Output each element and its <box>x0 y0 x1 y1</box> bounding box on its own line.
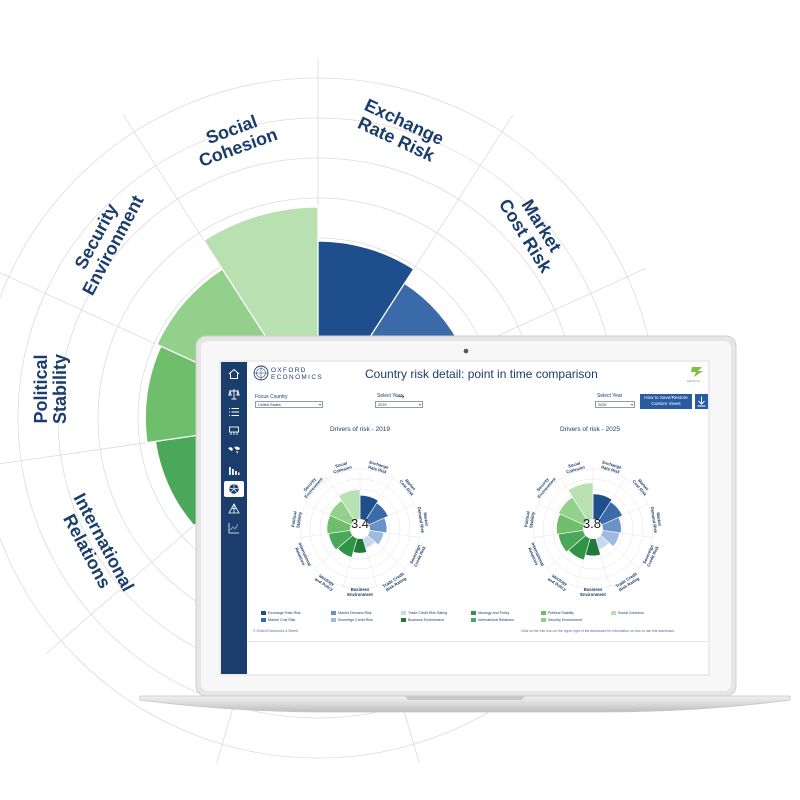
score-2019: 3.4 <box>350 516 370 531</box>
legend-item: Ideology and Policy <box>471 611 509 615</box>
legend-swatch <box>611 611 616 615</box>
legend-item: Security Environment <box>541 618 582 622</box>
oxford-logo-icon <box>253 365 269 381</box>
download-icon <box>697 396 706 407</box>
chevron-down-icon: ▾ <box>418 402 421 407</box>
nav-globe[interactable] <box>224 501 244 517</box>
legend-label: Market Cost Risk <box>268 618 296 622</box>
legend-label: Trade Credit Risk Rating <box>408 611 448 615</box>
nav-bar-chart[interactable] <box>224 462 244 478</box>
download-button[interactable] <box>695 394 708 409</box>
legend-label: Market Demand Risk <box>338 611 372 615</box>
polar-chart-2019 <box>299 468 421 590</box>
logo-text: OXFORD ECONOMICS <box>271 367 323 381</box>
legend-item: Sovereign Credit Risk <box>331 618 373 622</box>
category-label: Business Environment <box>580 587 606 597</box>
chart-center <box>583 519 603 539</box>
legend-swatch <box>471 611 476 615</box>
focus-country-label: Focus Country <box>255 394 288 400</box>
chart-title-2025: Drivers of risk - 2025 <box>560 426 620 433</box>
legend-swatch <box>541 618 546 622</box>
legend-item: Exchange Rate Risk <box>261 611 301 615</box>
legend-swatch <box>331 618 336 622</box>
world-map-icon <box>228 446 240 454</box>
header: OXFORD ECONOMICS Country risk detail: po… <box>247 362 708 422</box>
footer-help-text: Click on the Info icon on the upper righ… <box>521 629 675 633</box>
legend-swatch <box>261 618 266 622</box>
legend-item: Political Stability <box>541 611 574 615</box>
select-year-1[interactable]: 2019 ▾ <box>375 401 423 408</box>
focus-country-select[interactable]: United States ▾ <box>255 401 323 408</box>
page-title: Country risk detail: point in time compa… <box>365 367 598 381</box>
partner-logo-icon <box>691 367 703 377</box>
chart-title-2019: Drivers of risk - 2019 <box>330 426 390 433</box>
chevron-down-icon: ▾ <box>318 402 321 407</box>
globe-icon <box>228 503 240 514</box>
legend-item: International Relations <box>471 618 514 622</box>
legend-item: Market Cost Risk <box>261 618 295 622</box>
nav-world-map[interactable] <box>224 442 244 458</box>
arrow-icon <box>397 394 405 399</box>
legend-label: Political Stability <box>548 611 574 615</box>
legend-swatch <box>401 618 406 622</box>
focus-country-value: United States <box>258 403 281 407</box>
polar-chart-2025 <box>532 468 654 590</box>
score-2025: 3.8 <box>582 516 602 531</box>
legend-item: Business Environment <box>401 618 444 622</box>
legend-label: Business Environment <box>408 618 444 622</box>
select-year-label-1: Select Year <box>377 393 403 399</box>
sidebar <box>221 362 247 674</box>
nav-scatter[interactable] <box>224 520 244 536</box>
pie-chart-icon <box>229 484 239 494</box>
nav-map-pin[interactable] <box>224 423 244 439</box>
legend-label: Social Cohesion <box>618 611 644 615</box>
select-year-2[interactable]: 2025 ▾ <box>595 401 635 408</box>
legend-swatch <box>331 611 336 615</box>
nav-pie-chart[interactable] <box>224 481 244 497</box>
legend-item: Social Cohesion <box>611 611 644 615</box>
scatter-icon <box>228 523 239 534</box>
legend-label: International Relations <box>478 618 514 622</box>
logo-line2: ECONOMICS <box>271 374 324 381</box>
logo-line1: OXFORD <box>271 367 307 374</box>
save-views-line2: Custom Views <box>651 401 681 406</box>
scales-icon <box>228 389 240 400</box>
legend-swatch <box>401 611 406 615</box>
select-year-label-2: Select Year <box>597 393 623 399</box>
map-pin-icon <box>229 426 239 435</box>
divider <box>247 641 708 642</box>
legend-item: Market Demand Risk <box>331 611 372 615</box>
chevron-down-icon: ▾ <box>630 402 633 407</box>
legend-swatch <box>261 611 266 615</box>
legend-label: Exchange Rate Risk <box>268 611 301 615</box>
legend-item: Trade Credit Risk Rating <box>401 611 447 615</box>
legend-swatch <box>541 611 546 615</box>
bar-chart-icon <box>229 467 240 475</box>
legend-label: Security Environment <box>548 618 583 622</box>
partner-logo-text: SEARCH <box>687 380 701 383</box>
list-icon <box>229 408 239 416</box>
nav-list[interactable] <box>224 404 244 420</box>
footer-copyright: © Oxford Economics & Seenit <box>253 629 298 633</box>
nav-scales[interactable] <box>224 386 244 402</box>
chart-center <box>350 519 370 539</box>
legend-swatch <box>471 618 476 622</box>
select-year-value-1: 2019 <box>378 403 387 407</box>
dashboard-screen: OXFORD ECONOMICS Country risk detail: po… <box>221 362 708 674</box>
category-label: Business Environment <box>347 587 373 597</box>
save-restore-views-button[interactable]: How to Save/Restore Custom Views <box>640 394 692 409</box>
save-views-line1: How to Save/Restore <box>644 395 688 400</box>
legend-label: Ideology and Policy <box>478 611 510 615</box>
charts-svg <box>299 468 654 590</box>
select-year-value-2: 2025 <box>598 403 607 407</box>
legend-label: Sovereign Credit Risk <box>338 618 373 622</box>
home-icon <box>228 368 240 379</box>
nav-home[interactable] <box>224 366 244 382</box>
